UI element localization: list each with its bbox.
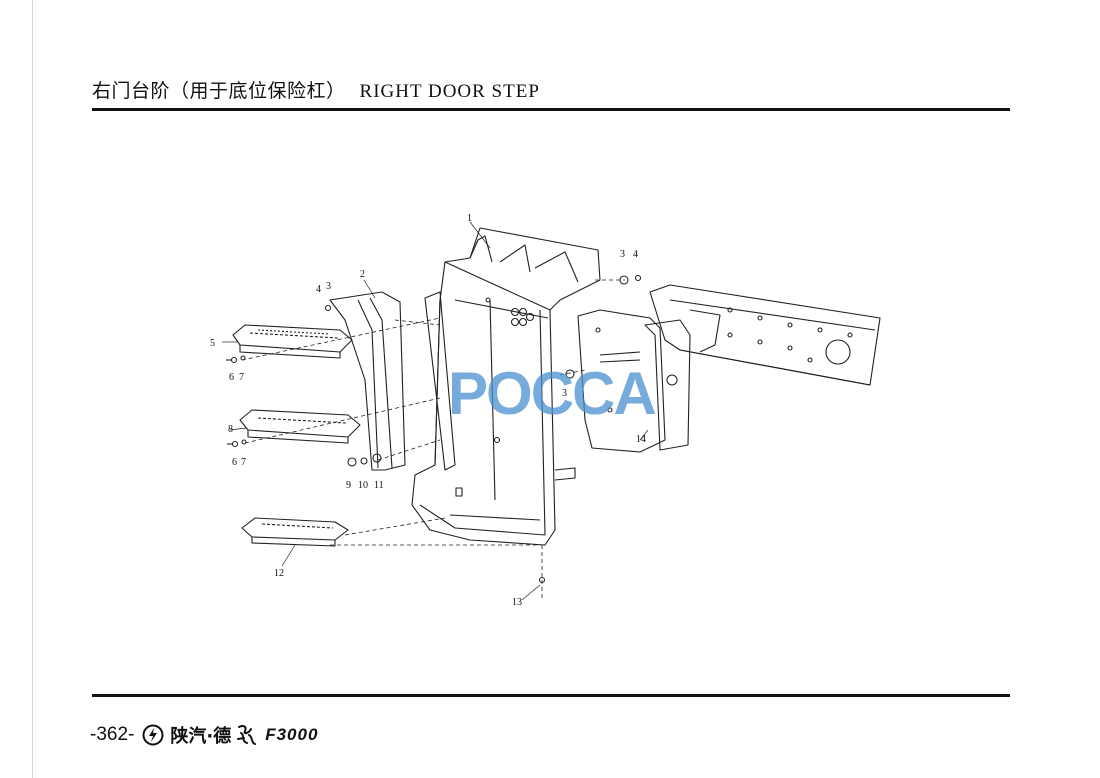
callout-label: 3 bbox=[562, 388, 567, 399]
page-edge bbox=[32, 0, 33, 778]
model-name: F3000 bbox=[265, 725, 319, 744]
callout-leaders bbox=[222, 221, 649, 601]
footer-rule bbox=[92, 694, 1010, 697]
callout-label: 5 bbox=[210, 338, 215, 349]
page-number: -362- bbox=[90, 724, 135, 745]
shaanxi-logo-icon bbox=[142, 724, 164, 746]
upper-step-tread bbox=[232, 324, 353, 359]
callout-label: 3 bbox=[620, 249, 625, 260]
assembly-guide-lines bbox=[241, 279, 625, 600]
callout-label: 4 bbox=[316, 284, 321, 295]
dragon-calligraphy-icon bbox=[237, 725, 257, 745]
brand-name: 陕汽·德 bbox=[170, 726, 232, 747]
callout-label: 6 bbox=[232, 457, 237, 468]
page-footer: -362- 陕汽·德 F3000 bbox=[90, 722, 318, 748]
callout-label: 8 bbox=[228, 424, 233, 435]
callout-label: 13 bbox=[512, 597, 522, 608]
title-english: RIGHT DOOR STEP bbox=[359, 81, 540, 102]
mounting-bracket bbox=[577, 309, 691, 453]
header-rule bbox=[92, 108, 1010, 111]
callout-label: 9 bbox=[346, 480, 351, 491]
step-housing bbox=[411, 227, 601, 546]
middle-step-tread bbox=[239, 409, 361, 444]
title-chinese: 右门台阶（用于底位保险杠） bbox=[92, 80, 346, 102]
callout-label: 10 bbox=[358, 480, 368, 491]
lower-step-tread bbox=[241, 517, 349, 547]
callout-label: 2 bbox=[360, 269, 365, 280]
callout-label: 12 bbox=[274, 568, 284, 579]
callout-label: 4 bbox=[633, 249, 638, 260]
page-title: 右门台阶（用于底位保险杠） RIGHT DOOR STEP bbox=[92, 76, 540, 103]
callout-label: 3 bbox=[326, 281, 331, 292]
callout-label: 1 bbox=[467, 213, 472, 224]
callout-labels: 1 2 3 4 4 3 5 6 7 8 6 7 9 10 11 3 12 13 … bbox=[210, 213, 646, 608]
callout-label: 7 bbox=[239, 372, 244, 383]
curved-side-cover bbox=[324, 291, 406, 471]
chassis-frame-rail bbox=[649, 284, 881, 386]
fasteners bbox=[226, 274, 642, 584]
callout-label: 14 bbox=[636, 434, 646, 445]
watermark-logo: POCCA bbox=[448, 360, 655, 427]
callout-label: 7 bbox=[241, 457, 246, 468]
callout-label: 11 bbox=[374, 480, 384, 491]
callout-label: 6 bbox=[229, 372, 234, 383]
